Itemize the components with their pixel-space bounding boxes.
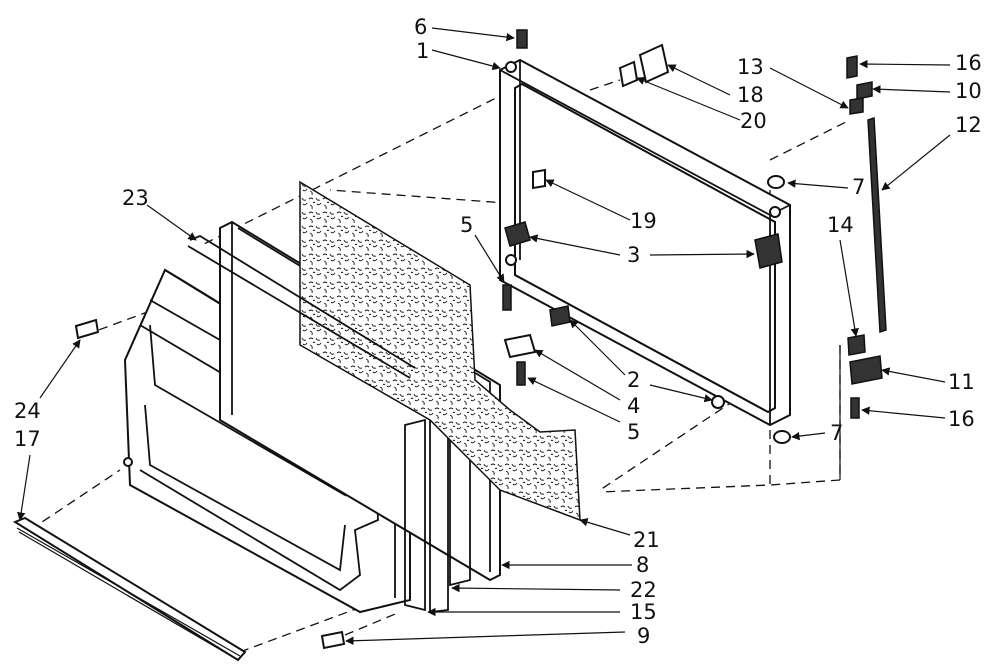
part-label-18: 18 [737,83,764,107]
part-label-2: 2 [627,368,640,392]
part-label-12: 12 [955,113,982,137]
leader-lines [16,27,951,645]
part-label-8: 8 [636,553,649,577]
part-label-15: 15 [630,600,657,624]
part-label-11: 11 [948,370,975,394]
part-label-9: 9 [637,624,650,648]
part-label-10: 10 [955,79,982,103]
part-label-16: 16 [948,407,975,431]
part-label-13: 13 [737,55,764,79]
part-label-16: 16 [955,51,982,75]
part-label-20: 20 [740,109,767,133]
part-label-19: 19 [630,209,657,233]
part-label-1: 1 [416,39,429,63]
part-label-14: 14 [827,213,854,237]
hinge-rod [839,116,887,480]
bottom-grille [12,516,247,662]
insulation-panel [299,180,581,522]
part-label-4: 4 [627,394,640,418]
part-label-23: 23 [122,186,149,210]
small-parts [74,29,883,650]
part-label-5: 5 [627,420,640,444]
part-label-6: 6 [414,15,427,39]
door-liner-and-gaskets [219,220,501,614]
part-label-17: 17 [14,427,41,451]
part-label-24: 24 [14,399,41,423]
part-label-7: 7 [852,175,865,199]
part-label-7: 7 [830,421,843,445]
part-label-5: 5 [460,213,473,237]
part-label-22: 22 [630,578,657,602]
part-label-21: 21 [633,528,660,552]
part-labels: 6 1 13 18 20 16 10 12 7 19 23 5 3 14 2 4… [14,15,982,648]
door-frame [499,58,791,427]
part-label-3: 3 [627,243,640,267]
